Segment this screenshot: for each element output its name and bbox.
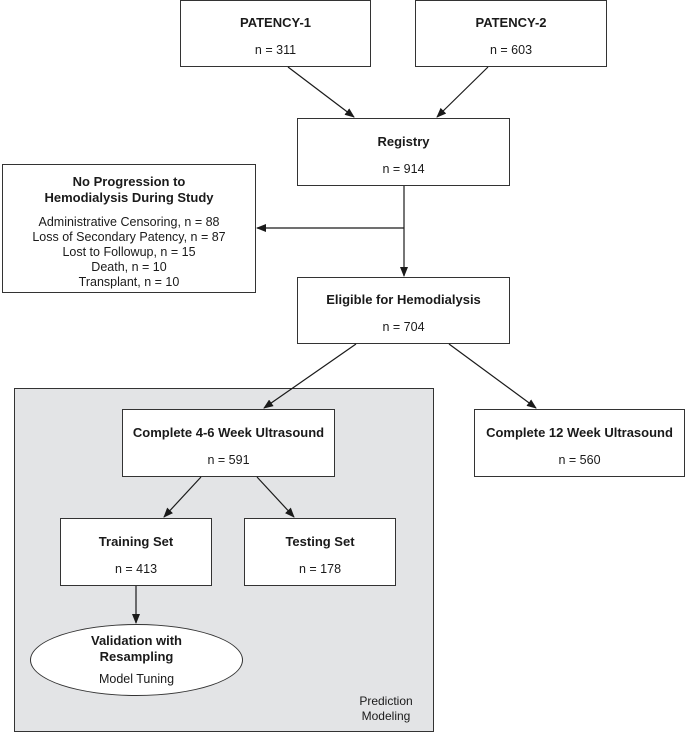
training-set-box: Training Set n = 413 (60, 518, 212, 586)
no-progression-box: No Progression to Hemodialysis During St… (2, 164, 256, 293)
complete-12-week-title: Complete 12 Week Ultrasound (486, 425, 673, 440)
training-set-title: Training Set (98, 534, 174, 549)
patency-2-box: PATENCY-2 n = 603 (415, 0, 607, 67)
validation-title-line1: Validation with (90, 633, 182, 648)
no-progression-item: Loss of Secondary Patency, n = 87 (32, 230, 226, 244)
arrow-4-6-to-testing (256, 476, 295, 518)
registry-box: Registry n = 914 (297, 118, 510, 186)
no-progression-item: Administrative Censoring, n = 88 (38, 215, 220, 229)
arrow-eligible-to-4-6-week (263, 343, 357, 409)
no-progression-title-line1: No Progression to (72, 174, 186, 189)
registry-title: Registry (377, 134, 430, 149)
no-progression-item: Death, n = 10 (91, 260, 167, 274)
complete-12-week-box: Complete 12 Week Ultrasound n = 560 (474, 409, 685, 477)
no-progression-item: Transplant, n = 10 (78, 275, 180, 289)
validation-subtitle: Model Tuning (98, 672, 175, 686)
eligible-title: Eligible for Hemodialysis (326, 292, 481, 307)
complete-4-6-week-count: n = 591 (207, 453, 250, 467)
patency-2-count: n = 603 (489, 43, 533, 57)
complete-4-6-week-box: Complete 4-6 Week Ultrasound n = 591 (122, 409, 335, 477)
validation-ellipse: Validation with Resampling Model Tuning (30, 624, 243, 696)
training-set-count: n = 413 (114, 562, 158, 576)
registry-count: n = 914 (382, 162, 425, 176)
eligible-box: Eligible for Hemodialysis n = 704 (297, 277, 510, 344)
arrow-eligible-to-12-week (448, 343, 537, 409)
testing-set-count: n = 178 (298, 562, 342, 576)
complete-12-week-count: n = 560 (558, 453, 601, 467)
testing-set-title: Testing Set (285, 534, 355, 549)
prediction-modeling-label: Prediction Modeling (350, 694, 422, 724)
patency-1-title: PATENCY-1 (239, 15, 312, 30)
arrow-4-6-to-training (163, 476, 202, 518)
complete-4-6-week-title: Complete 4-6 Week Ultrasound (132, 425, 325, 440)
no-progression-title-line2: Hemodialysis During Study (44, 190, 214, 205)
no-progression-item: Lost to Followup, n = 15 (62, 245, 196, 259)
region-label-line2: Modeling (361, 709, 411, 723)
region-label-line1: Prediction (359, 694, 413, 708)
patency-1-box: PATENCY-1 n = 311 (180, 0, 371, 67)
patency-2-title: PATENCY-2 (475, 15, 547, 30)
validation-title-line2: Resampling (99, 649, 174, 664)
arrow-patency2-to-registry (436, 66, 489, 118)
patency-1-count: n = 311 (254, 43, 297, 57)
testing-set-box: Testing Set n = 178 (244, 518, 396, 586)
arrow-patency1-to-registry (287, 66, 355, 118)
eligible-count: n = 704 (382, 320, 425, 334)
